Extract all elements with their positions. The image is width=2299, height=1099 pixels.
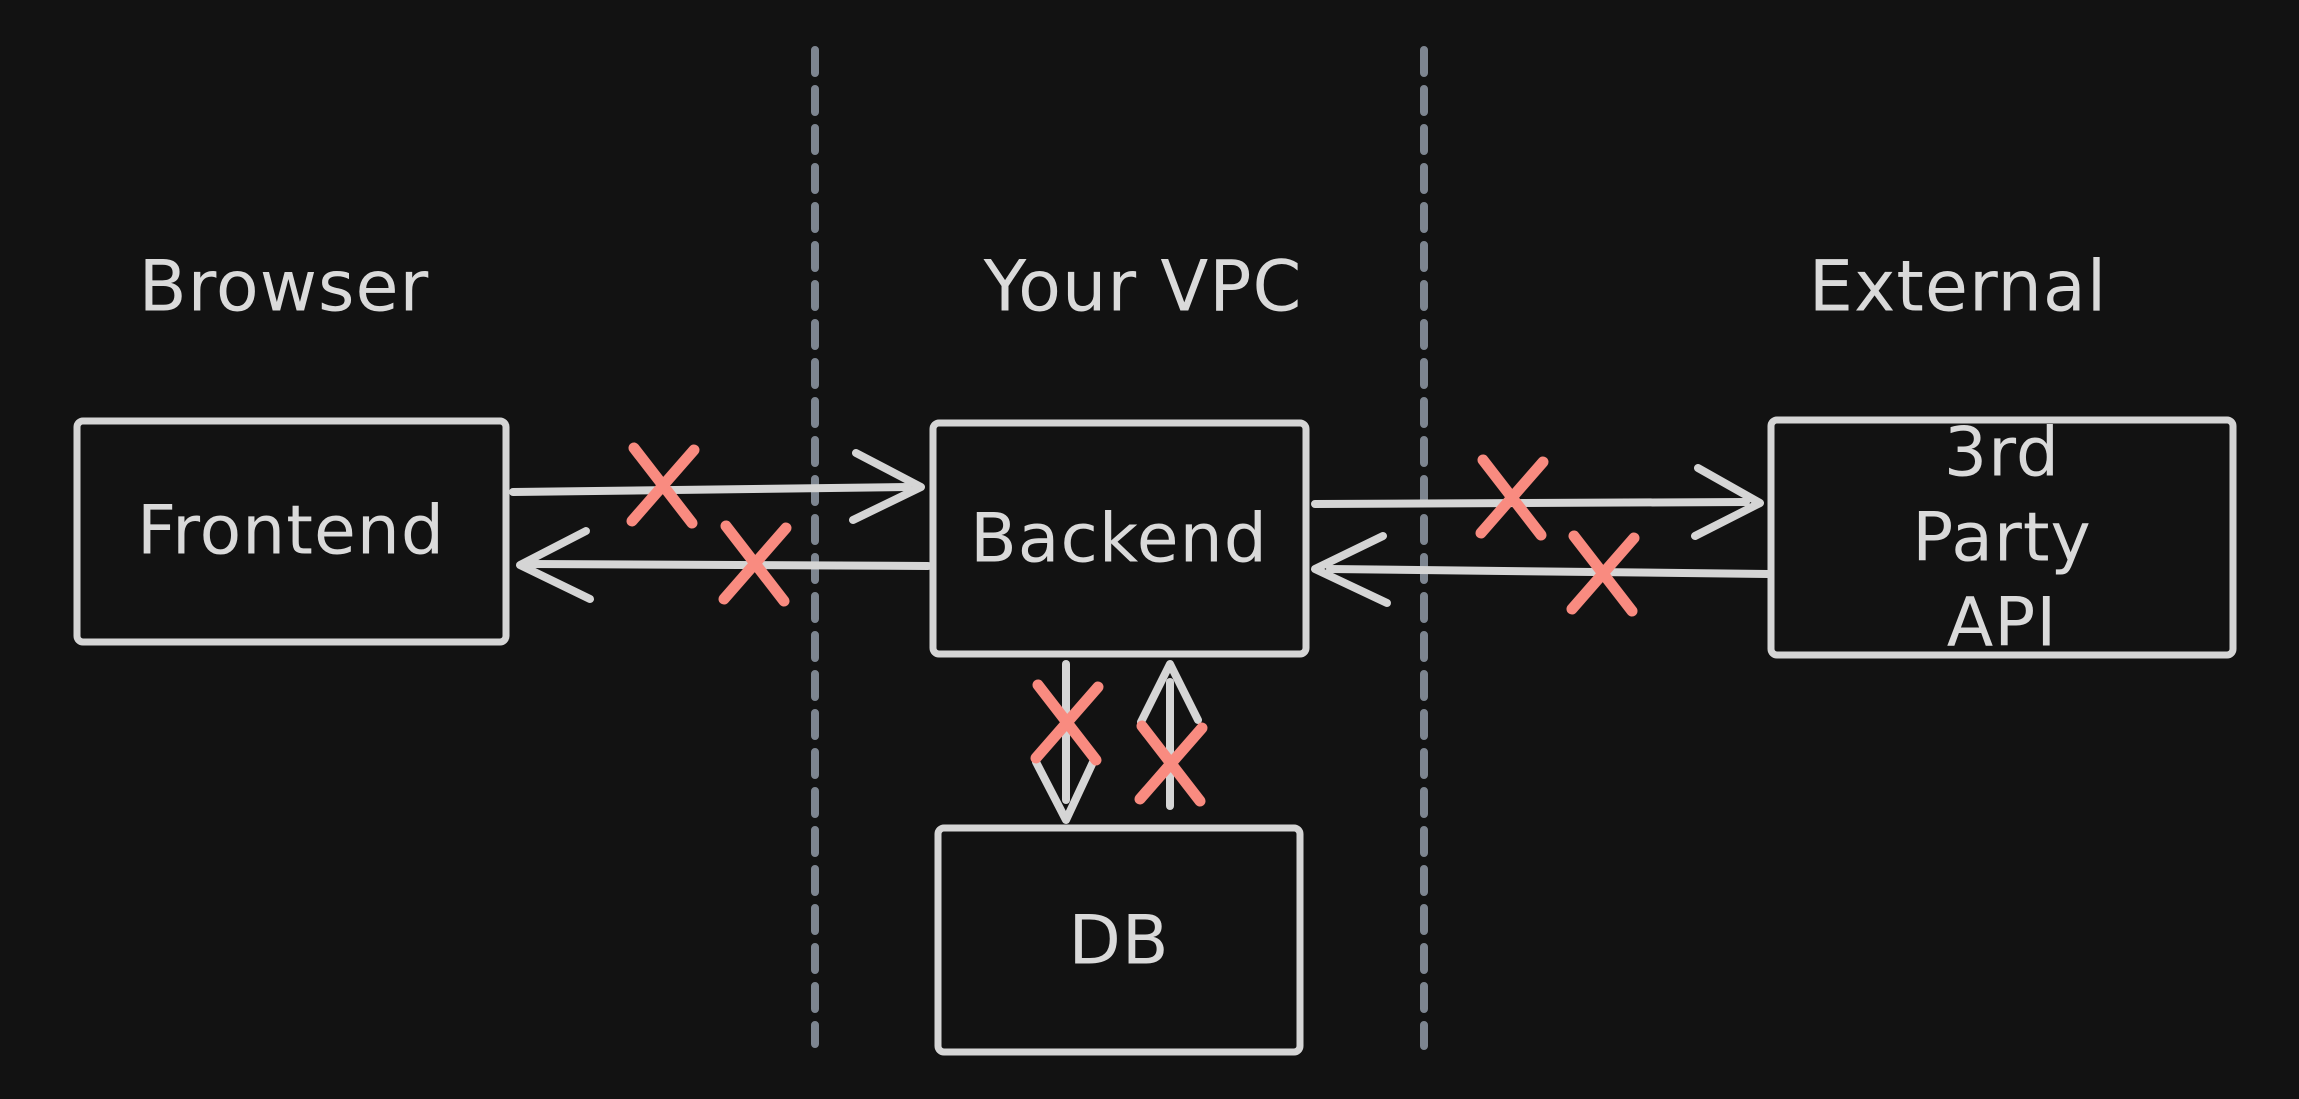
blocked-x-icon	[1030, 679, 1104, 766]
zone-label-browser: Browser	[138, 245, 430, 328]
arrowhead-right-icon	[849, 449, 925, 524]
edge-shaft	[1326, 565, 1772, 578]
edge-backend-to-third-party	[1311, 464, 1764, 540]
edge-frontend-to-backend	[509, 449, 925, 524]
db-box	[934, 824, 1304, 1056]
third-party-api-box	[1767, 416, 2237, 659]
blocked-x-icon	[1566, 530, 1640, 617]
frontend-label: Frontend	[136, 491, 446, 571]
blocked-x-icon	[718, 520, 792, 607]
edge-db-to-backend	[1137, 660, 1202, 810]
edge-shaft	[528, 560, 932, 570]
blocked-x-icon	[1475, 454, 1549, 541]
blocked-x-icon	[1134, 720, 1208, 807]
zone-label-external: External	[1808, 245, 2108, 328]
blocked-x-icon	[626, 442, 700, 529]
edge-shaft	[1311, 498, 1750, 508]
db-label: DB	[1068, 901, 1170, 981]
zone-label-your-vpc: Your VPC	[983, 245, 1303, 328]
arrowhead-left-icon	[516, 527, 594, 603]
frontend-box	[73, 417, 510, 646]
third-party-api-label: 3rd Party API	[1912, 413, 2092, 663]
arrowhead-left-icon	[1311, 532, 1391, 607]
edge-shaft	[509, 483, 912, 496]
backend-box	[929, 419, 1310, 658]
edge-backend-to-frontend	[516, 527, 932, 603]
arrowhead-up-icon	[1137, 660, 1202, 726]
arrowhead-down-icon	[1032, 756, 1098, 824]
backend-label: Backend	[970, 499, 1268, 579]
arrowhead-right-icon	[1691, 464, 1764, 540]
edge-third-party-to-backend	[1311, 532, 1772, 607]
